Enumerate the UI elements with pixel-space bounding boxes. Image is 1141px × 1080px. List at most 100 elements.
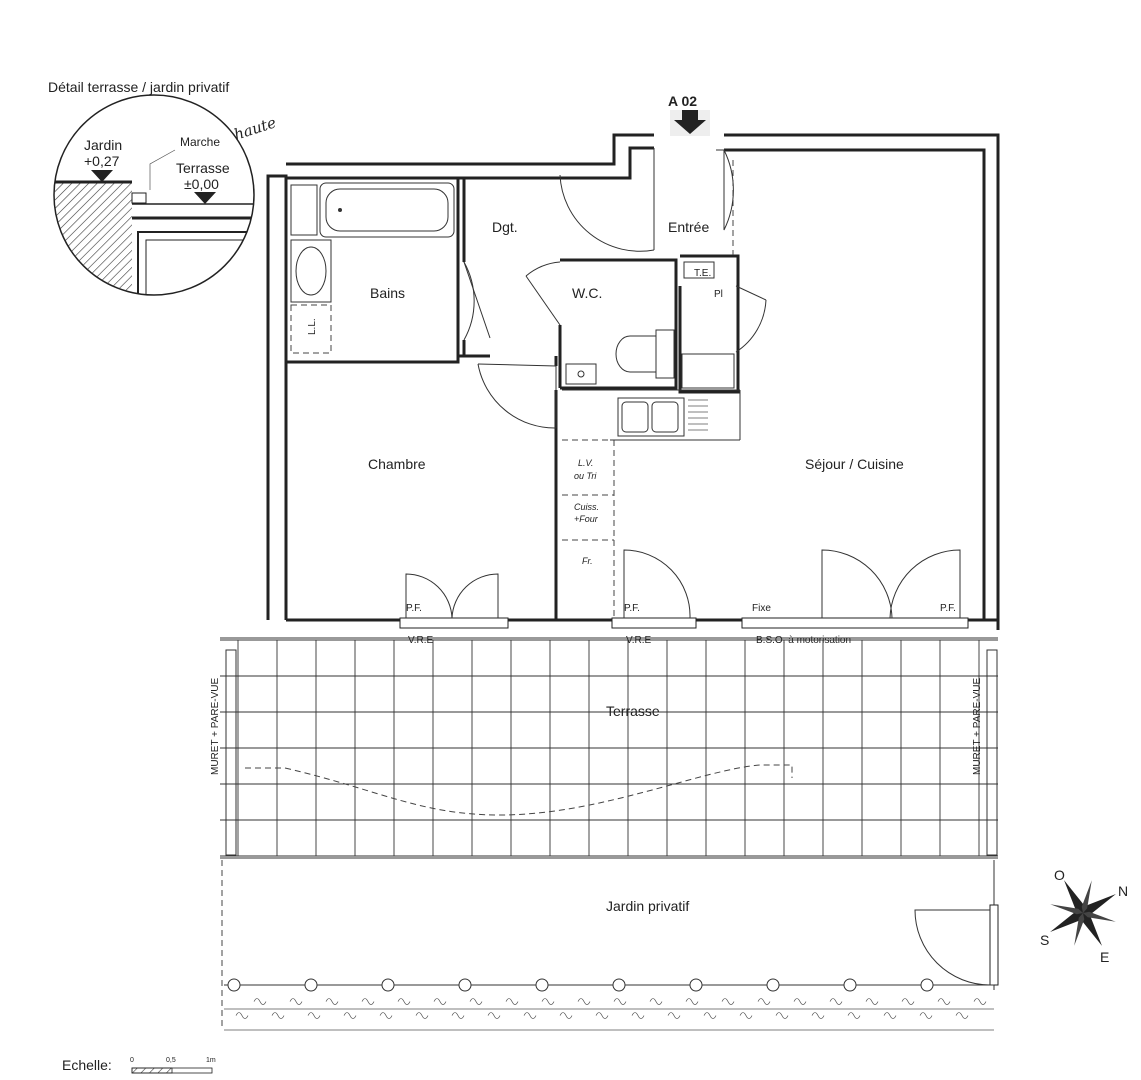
grass-mark bbox=[505, 998, 519, 1005]
interior-walls bbox=[286, 178, 740, 620]
hedge-posts bbox=[227, 978, 987, 1019]
compass-o: O bbox=[1054, 867, 1065, 883]
label-muret-left: MURET + PARE-VUE bbox=[210, 678, 221, 775]
room-terrasse: Terrasse bbox=[606, 703, 660, 719]
room-jardin: Jardin privatif bbox=[606, 898, 689, 914]
grass-mark bbox=[487, 1012, 501, 1019]
hedge-post bbox=[304, 978, 318, 992]
detail-title: Détail terrasse / jardin privatif bbox=[48, 79, 229, 95]
terrace-tiles bbox=[220, 639, 998, 857]
grass-mark bbox=[271, 1012, 285, 1019]
grass-mark bbox=[415, 1012, 429, 1019]
grass-mark bbox=[361, 998, 375, 1005]
hedge-post bbox=[535, 978, 549, 992]
french-windows bbox=[399, 549, 969, 629]
room-bains: Bains bbox=[370, 285, 405, 301]
hedge-post bbox=[612, 978, 626, 992]
grass-mark bbox=[649, 998, 663, 1005]
grass-mark bbox=[397, 998, 411, 1005]
grass-mark bbox=[919, 1012, 933, 1019]
grass-mark bbox=[703, 1012, 717, 1019]
bathroom-sink bbox=[290, 239, 332, 303]
grass-mark bbox=[811, 1012, 825, 1019]
grass-mark bbox=[559, 1012, 573, 1019]
label-pl: Pl bbox=[714, 289, 723, 300]
level-marker-terrasse bbox=[194, 192, 216, 204]
grass-mark bbox=[451, 1012, 465, 1019]
grass-mark bbox=[829, 998, 843, 1005]
label-cuiss-2: +Four bbox=[574, 514, 599, 524]
grass-mark bbox=[667, 1012, 681, 1019]
grass-mark bbox=[343, 1012, 357, 1019]
privacy-screens bbox=[225, 649, 998, 856]
label-te: T.E. bbox=[694, 268, 711, 279]
grass-mark bbox=[973, 998, 987, 1005]
grass-mark bbox=[235, 1012, 249, 1019]
hand-basin bbox=[565, 363, 597, 385]
hedge-post bbox=[689, 978, 703, 992]
kitchen-sink bbox=[617, 397, 708, 437]
grass-mark bbox=[793, 998, 807, 1005]
scale-tick-05: 0,5 bbox=[166, 1057, 176, 1064]
lot-code: A 02 bbox=[668, 93, 697, 109]
grass-mark bbox=[523, 1012, 537, 1019]
interior-doors bbox=[463, 148, 767, 429]
label-muret-right: MURET + PARE-VUE bbox=[972, 678, 983, 775]
label-pf-chambre: P.F. bbox=[406, 603, 422, 614]
toilet bbox=[615, 329, 675, 379]
grass-mark bbox=[739, 1012, 753, 1019]
detail-marche-label: Marche bbox=[180, 135, 220, 149]
room-chambre: Chambre bbox=[368, 456, 426, 472]
label-lv-1: L.V. bbox=[578, 458, 593, 468]
hedge-post bbox=[843, 978, 857, 992]
garden bbox=[220, 857, 999, 1031]
label-fr: Fr. bbox=[582, 556, 593, 566]
grass-mark bbox=[289, 998, 303, 1005]
grass-mark bbox=[433, 998, 447, 1005]
grass-mark bbox=[865, 998, 879, 1005]
grass-mark bbox=[955, 1012, 969, 1019]
hedge-post bbox=[227, 978, 241, 992]
grass-mark bbox=[469, 998, 483, 1005]
grass-mark bbox=[775, 1012, 789, 1019]
grass-mark bbox=[721, 998, 735, 1005]
scale-tick-0: 0 bbox=[130, 1057, 134, 1064]
grass-mark bbox=[631, 1012, 645, 1019]
grass-mark bbox=[883, 1012, 897, 1019]
detail-circle bbox=[53, 94, 255, 296]
entrance-arrow-icon bbox=[674, 110, 706, 134]
compass-rose bbox=[1050, 880, 1116, 946]
washing-machine-space bbox=[290, 304, 332, 354]
compass-s: S bbox=[1040, 932, 1049, 948]
scale-label: Echelle: bbox=[62, 1057, 112, 1073]
grass-mark bbox=[379, 1012, 393, 1019]
hedge-post bbox=[766, 978, 780, 992]
hedge-post bbox=[381, 978, 395, 992]
level-marker-jardin bbox=[91, 170, 113, 182]
compass-n: N bbox=[1118, 883, 1128, 899]
label-lv-2: ou Tri bbox=[574, 471, 597, 481]
label-ll: L.L. bbox=[307, 318, 318, 335]
label-pf-sejour: P.F. bbox=[624, 603, 640, 614]
scale-tick-1: 1m bbox=[206, 1057, 216, 1064]
signature: haute bbox=[232, 113, 279, 143]
label-fixe: Fixe bbox=[752, 603, 771, 614]
grass-mark bbox=[595, 1012, 609, 1019]
grass-mark bbox=[847, 1012, 861, 1019]
bathtub bbox=[319, 182, 455, 238]
grass-mark bbox=[541, 998, 555, 1005]
label-vre-sejour: V.R.E bbox=[626, 635, 652, 646]
hedge-post bbox=[920, 978, 934, 992]
detail-terrasse-level: ±0,00 bbox=[184, 176, 219, 192]
grass-mark bbox=[757, 998, 771, 1005]
grass-mark bbox=[613, 998, 627, 1005]
grass-mark bbox=[253, 998, 267, 1005]
room-wc: W.C. bbox=[572, 285, 602, 301]
hedge-post bbox=[458, 978, 472, 992]
label-pf-sejour-2: P.F. bbox=[940, 603, 956, 614]
label-vre-chambre: V.R.E bbox=[408, 635, 434, 646]
label-cuiss-1: Cuiss. bbox=[574, 502, 599, 512]
detail-jardin-level: +0,27 bbox=[84, 153, 120, 169]
room-sejour: Séjour / Cuisine bbox=[805, 456, 904, 472]
